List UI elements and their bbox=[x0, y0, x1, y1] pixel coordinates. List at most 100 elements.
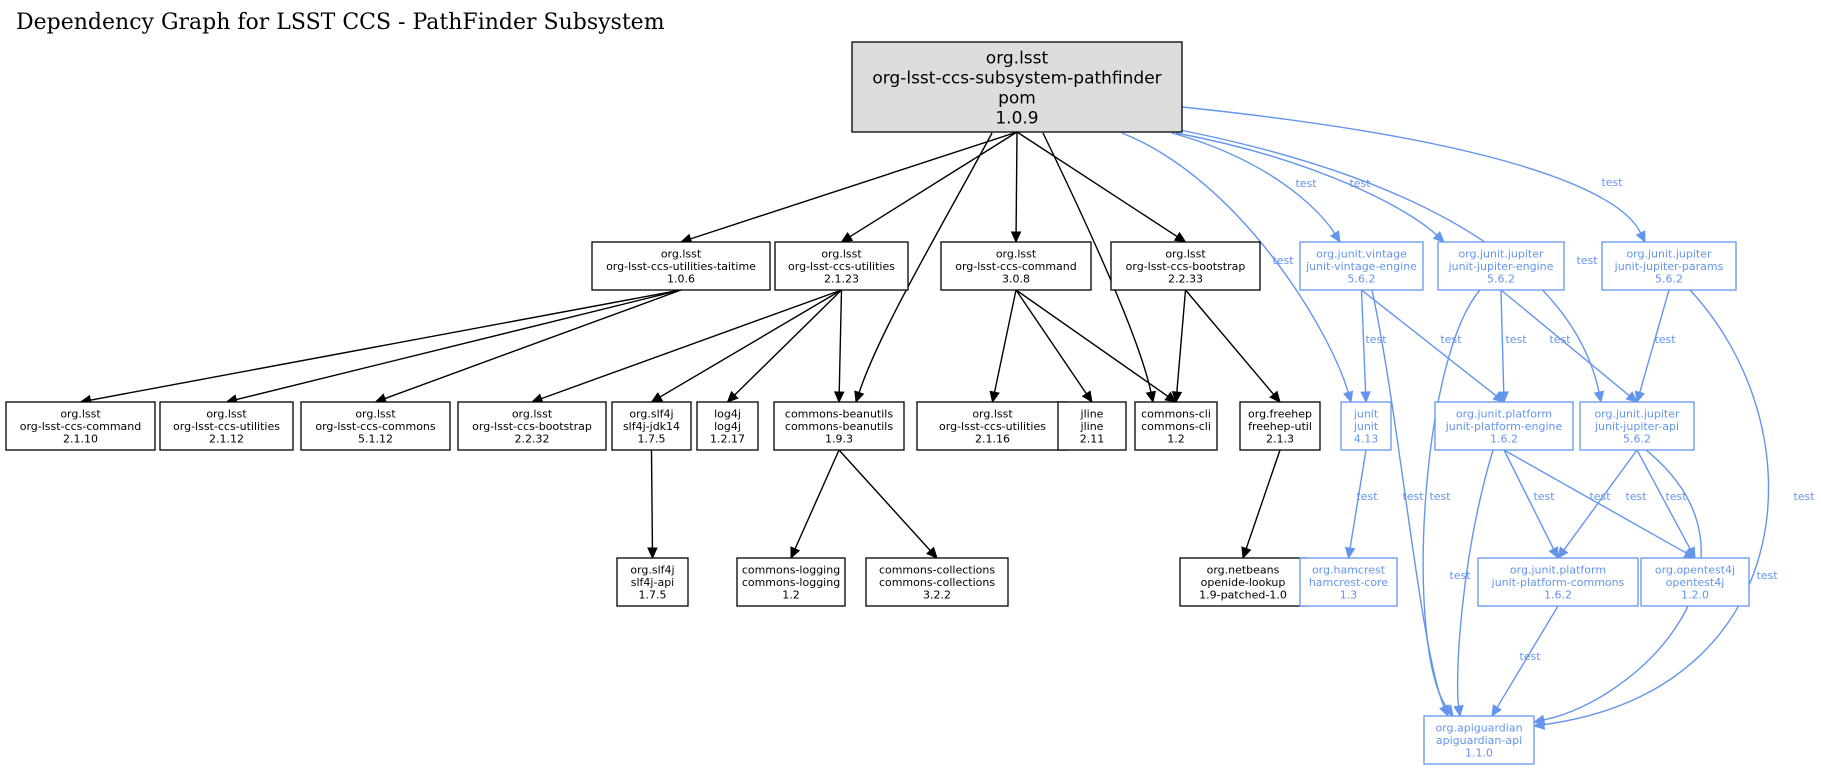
edge-label: test bbox=[1654, 333, 1676, 346]
node-label-line: org.junit.platform bbox=[1456, 408, 1552, 421]
node-label-line: org-lsst-ccs-subsystem-pathfinder bbox=[872, 68, 1161, 88]
edge-boot2233-to-cli bbox=[1171, 289, 1187, 404]
node-root: org.lsstorg-lsst-ccs-subsystem-pathfinde… bbox=[851, 41, 1183, 133]
edge-arrowhead bbox=[726, 390, 739, 403]
node-label-line: 1.7.5 bbox=[638, 433, 666, 446]
edge-label: test bbox=[1505, 333, 1527, 346]
edge-util2123-to-log4j bbox=[726, 289, 842, 403]
node-label-line: junit-jupiter-engine bbox=[1448, 260, 1554, 273]
edge-arrowhead bbox=[1685, 546, 1696, 560]
edge-line bbox=[1563, 449, 1638, 551]
node-label-line: 1.9.3 bbox=[825, 433, 853, 446]
node-label-line: org-lsst-ccs-command bbox=[20, 420, 142, 433]
node-box bbox=[5, 401, 156, 451]
edge-label: test bbox=[1272, 254, 1294, 267]
edge-vintage-to-platengine: test bbox=[1361, 289, 1505, 403]
node-label-line: junit bbox=[1353, 420, 1379, 433]
edge-jupengine-to-apiguardian: test bbox=[1422, 289, 1481, 717]
edge-root-to-beanutils bbox=[854, 132, 993, 404]
edge-beanutils-to-logging bbox=[790, 449, 840, 560]
node-label-line: org.slf4j bbox=[630, 564, 674, 577]
edge-label: test bbox=[1549, 333, 1571, 346]
node-box bbox=[591, 241, 771, 291]
edge-line bbox=[690, 131, 1018, 240]
node-platcommons: org.junit.platformjunit-platform-commons… bbox=[1477, 557, 1639, 607]
edge-root-to-util2123 bbox=[840, 131, 1018, 243]
edge-line bbox=[1121, 132, 1349, 393]
node-label-line: org.junit.platform bbox=[1510, 564, 1606, 577]
edge-line bbox=[838, 449, 931, 552]
edge-line bbox=[1015, 289, 1169, 397]
edge-line bbox=[1636, 449, 1691, 550]
node-label-line: commons-collections bbox=[879, 564, 995, 577]
edge-line bbox=[1015, 289, 1087, 395]
edge-arrowhead bbox=[1010, 231, 1022, 244]
node-box bbox=[1239, 401, 1321, 451]
node-label-line: org.lsst bbox=[512, 408, 553, 421]
node-label-line: 2.1.10 bbox=[63, 433, 98, 446]
graph-title: Dependency Graph for LSST CCS - PathFind… bbox=[16, 10, 665, 35]
edge-arrowhead bbox=[1171, 391, 1183, 404]
node-label-line: 1.2 bbox=[1167, 433, 1185, 446]
node-label-line: freehep-util bbox=[1248, 420, 1312, 433]
edge-line bbox=[1543, 449, 1702, 721]
edge-arrowhead bbox=[989, 390, 1000, 404]
edge-label: test bbox=[1793, 490, 1815, 503]
node-box bbox=[1179, 557, 1307, 607]
edge-arrowhead bbox=[1557, 546, 1569, 559]
edge-line bbox=[993, 289, 1017, 393]
node-label-line: org.junit.jupiter bbox=[1626, 248, 1712, 261]
node-label-line: org-lsst-ccs-bootstrap bbox=[1126, 260, 1246, 273]
node-label-line: pom bbox=[998, 88, 1036, 108]
node-box bbox=[736, 557, 846, 607]
node-box bbox=[300, 401, 451, 451]
node-label-line: 1.0.6 bbox=[667, 273, 695, 286]
node-box bbox=[940, 241, 1092, 291]
edge-cmd308-to-util2116 bbox=[989, 289, 1017, 404]
edge-arrowhead bbox=[1164, 391, 1177, 403]
edge-label: test bbox=[1665, 490, 1687, 503]
edge-arrowhead bbox=[1498, 391, 1509, 404]
edge-label: test bbox=[1402, 490, 1424, 503]
node-label-line: junit-vintage-engine bbox=[1305, 260, 1417, 273]
node-platengine: org.junit.platformjunit-platform-engine1… bbox=[1434, 401, 1574, 451]
node-label-line: org-lsst-ccs-bootstrap bbox=[472, 420, 592, 433]
node-label-line: junit-platform-commons bbox=[1491, 576, 1625, 589]
node-label-line: commons-cli bbox=[1141, 420, 1211, 433]
node-box bbox=[865, 557, 1009, 607]
node-box bbox=[616, 557, 689, 607]
node-box bbox=[1134, 401, 1218, 451]
node-label-line: openide-lookup bbox=[1201, 576, 1286, 589]
edge-line bbox=[1171, 132, 1336, 234]
node-label-line: 2.2.32 bbox=[515, 433, 550, 446]
edge-label: test bbox=[1756, 569, 1778, 582]
edge-line bbox=[1361, 289, 1497, 397]
node-label-line: org.junit.vintage bbox=[1316, 248, 1407, 261]
edge-util2123-to-slf4jjdk bbox=[650, 289, 842, 403]
edge-label: test bbox=[1449, 569, 1471, 582]
edge-taitime-to-commons5112 bbox=[374, 289, 682, 404]
edge-arrowhead bbox=[1491, 704, 1502, 718]
edge-taitime-to-cmd2110 bbox=[79, 289, 682, 406]
edge-arrowhead bbox=[1173, 231, 1187, 243]
edge-line bbox=[1371, 289, 1445, 708]
edge-arrowhead bbox=[1532, 714, 1546, 726]
edge-label: test bbox=[1429, 490, 1451, 503]
node-label-line: apiguardian-api bbox=[1436, 734, 1522, 747]
edge-arrowhead bbox=[1635, 230, 1646, 244]
edge-arrowhead bbox=[1593, 390, 1605, 404]
edge-boot2233-to-freehep bbox=[1184, 289, 1281, 403]
edge-beanutils-to-collections bbox=[838, 449, 938, 559]
node-label-line: org.lsst bbox=[972, 408, 1013, 421]
node-box bbox=[1640, 557, 1750, 607]
node-label-line: org-lsst-ccs-commons bbox=[315, 420, 436, 433]
edge-line bbox=[1543, 289, 1770, 726]
node-box bbox=[1057, 401, 1127, 451]
